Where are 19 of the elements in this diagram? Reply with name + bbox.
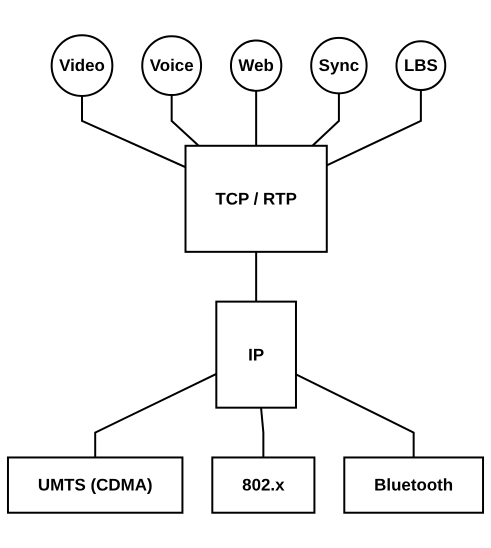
connector bbox=[326, 90, 422, 166]
node-box: Bluetooth bbox=[343, 456, 484, 514]
node-box: 802.x bbox=[211, 456, 316, 514]
node-circle: Voice bbox=[141, 35, 202, 96]
node-box: IP bbox=[215, 300, 297, 409]
connector bbox=[296, 373, 415, 458]
connector bbox=[94, 373, 217, 458]
connector bbox=[81, 96, 186, 168]
node-box: TCP / RTP bbox=[184, 144, 328, 253]
connector bbox=[170, 95, 200, 147]
node-circle: Video bbox=[50, 34, 114, 97]
node-circle: Web bbox=[230, 39, 282, 92]
connector bbox=[255, 252, 258, 302]
node-box: UMTS (CDMA) bbox=[6, 456, 184, 514]
node-circle: LBS bbox=[395, 40, 446, 92]
connector bbox=[255, 90, 258, 146]
connector bbox=[312, 93, 340, 146]
connector bbox=[260, 408, 264, 458]
node-circle: Sync bbox=[310, 36, 368, 94]
